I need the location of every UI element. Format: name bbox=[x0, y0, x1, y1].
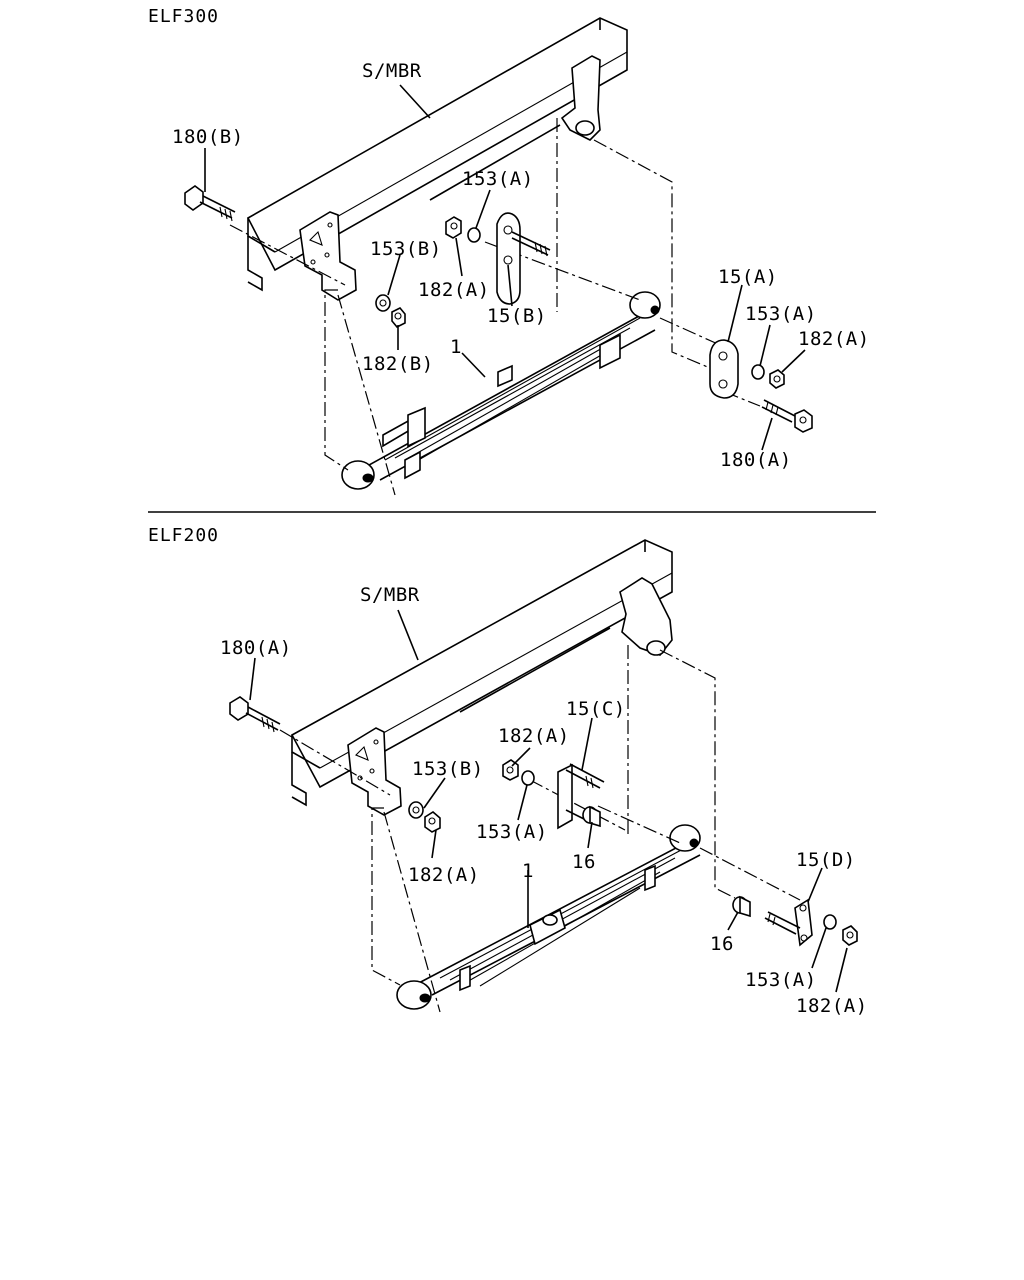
nut-182a-lower bbox=[769, 369, 785, 389]
label-15c: 15(C) bbox=[566, 698, 626, 720]
panel-title: ELF200 bbox=[148, 525, 219, 546]
label-182a-lower: 182(A) bbox=[798, 328, 870, 350]
nut-182a-upper bbox=[502, 759, 519, 781]
label-153b: 153(B) bbox=[412, 758, 484, 780]
label-side-member: S/MBR bbox=[360, 584, 420, 606]
label-153a-upper: 153(A) bbox=[462, 168, 534, 190]
washer-153a-upper bbox=[467, 227, 481, 243]
shackle-plate-15b bbox=[496, 212, 551, 305]
panel-elf200: ELF200 bbox=[148, 525, 868, 1017]
bushing-16-lower bbox=[732, 895, 751, 918]
label-182a-front: 182(A) bbox=[408, 864, 480, 886]
label-leaf-spring: 1 bbox=[450, 336, 462, 358]
shackle-15d bbox=[764, 898, 813, 947]
rear-hanger-bracket bbox=[619, 577, 673, 656]
label-182a-upper: 182(A) bbox=[418, 279, 490, 301]
assembly-lines bbox=[229, 118, 761, 496]
leader-lines bbox=[204, 84, 806, 451]
leaf-spring bbox=[341, 291, 661, 490]
shackle-15c bbox=[557, 763, 605, 830]
washer-153a-lower bbox=[823, 914, 837, 930]
label-180a: 180(A) bbox=[220, 637, 292, 659]
rear-hanger-bracket bbox=[560, 55, 601, 141]
nut-182b bbox=[391, 307, 406, 328]
bolt-180b bbox=[184, 185, 236, 222]
bushing-16-upper bbox=[582, 805, 601, 828]
label-180b: 180(B) bbox=[172, 126, 244, 148]
label-16-lower: 16 bbox=[710, 933, 734, 955]
leaf-spring bbox=[396, 824, 701, 1010]
panel-elf300: ELF300 bbox=[148, 6, 870, 496]
washer-153a-lower bbox=[751, 364, 765, 380]
leader-lines bbox=[249, 609, 848, 993]
front-hanger-bracket bbox=[299, 211, 357, 301]
label-15d: 15(D) bbox=[796, 849, 856, 871]
panel-title: ELF300 bbox=[148, 6, 219, 27]
label-153a-lower: 153(A) bbox=[745, 303, 817, 325]
label-153b: 153(B) bbox=[370, 238, 442, 260]
nut-182a-upper bbox=[445, 216, 462, 239]
washer-153a-upper bbox=[521, 770, 535, 786]
label-182a-upper: 182(A) bbox=[498, 725, 570, 747]
label-side-member: S/MBR bbox=[362, 60, 422, 82]
label-182b: 182(B) bbox=[362, 353, 434, 375]
label-182a-lower: 182(A) bbox=[796, 995, 868, 1017]
label-leaf-spring: 1 bbox=[522, 860, 534, 882]
label-153a-upper: 153(A) bbox=[476, 821, 548, 843]
shackle-plate-15a bbox=[709, 339, 739, 399]
bolt-180a bbox=[229, 696, 281, 733]
nut-182a-front bbox=[424, 811, 441, 833]
bolt-180a bbox=[761, 399, 813, 433]
washer-153b bbox=[375, 294, 391, 312]
label-16-upper: 16 bbox=[572, 851, 596, 873]
label-15a: 15(A) bbox=[718, 266, 778, 288]
label-15b: 15(B) bbox=[487, 305, 547, 327]
label-153a-lower: 153(A) bbox=[745, 969, 817, 991]
front-hanger-bracket bbox=[347, 727, 402, 816]
nut-182a-lower bbox=[842, 925, 858, 946]
assembly-lines bbox=[279, 645, 801, 1013]
washer-153b bbox=[408, 801, 424, 819]
label-180a: 180(A) bbox=[720, 449, 792, 471]
